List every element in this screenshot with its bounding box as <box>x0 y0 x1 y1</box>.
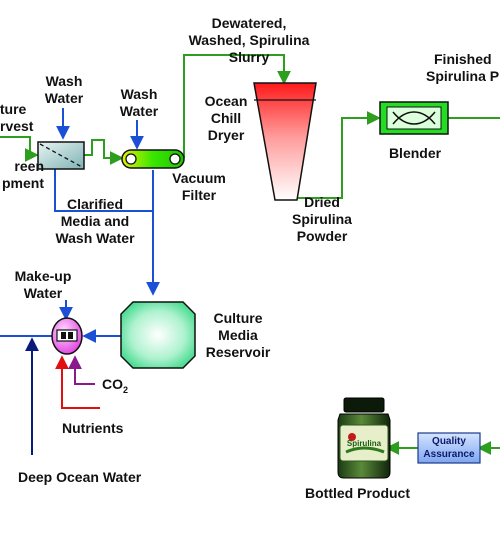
co2-label: CO2 <box>102 376 129 395</box>
quality-assurance-box <box>417 432 481 464</box>
mixer-icon <box>51 317 83 355</box>
screen-equipment-label: reen pment <box>2 158 44 191</box>
culture-media-reservoir-label: Culture Media Reservoir <box>205 310 271 360</box>
nutrients-line <box>55 355 100 409</box>
nutrients-label: Nutrients <box>62 420 124 436</box>
ocean-chill-dryer-label: Ocean Chill Dryer <box>204 93 248 143</box>
bottled-product-icon <box>337 397 391 479</box>
finished-spirulina-label: Finished Spirulina P <box>426 51 500 84</box>
deep-ocean-water-label: Deep Ocean Water <box>18 469 142 485</box>
wash-water-label-1: Wash Water <box>44 73 84 106</box>
wash-water-label-2: Wash Water <box>119 86 159 119</box>
clarified-media-line <box>54 168 160 296</box>
quality-assurance-label: Quality Assurance <box>423 436 475 460</box>
filter-to-dryer-line <box>183 54 291 158</box>
co2-line <box>68 355 95 385</box>
vacuum-filter-label: Vacuum Filter <box>172 170 226 203</box>
makeup-water-label: Make-up Water <box>14 268 72 301</box>
screen-to-filter-line <box>84 139 124 165</box>
culture-harvest-label: lture rvest <box>0 101 34 134</box>
ocean-chill-dryer-icon <box>253 82 317 201</box>
blender-icon <box>379 101 449 135</box>
clarified-media-label: Clarified Media and Wash Water <box>55 196 135 246</box>
dewatered-slurry-label: Dewatered, Washed, Spirulina Slurry <box>188 15 310 65</box>
blender-label: Blender <box>388 145 442 161</box>
screen-equipment-icon <box>37 141 85 170</box>
vacuum-filter-icon <box>121 149 185 169</box>
harvest-to-screen-line <box>0 136 39 162</box>
bottled-product-label: Bottled Product <box>305 485 410 501</box>
culture-media-reservoir-icon <box>120 301 196 369</box>
dried-powder-label: Dried Spirulina Powder <box>292 194 352 244</box>
bottle-label-text: Spirulina <box>346 439 382 448</box>
